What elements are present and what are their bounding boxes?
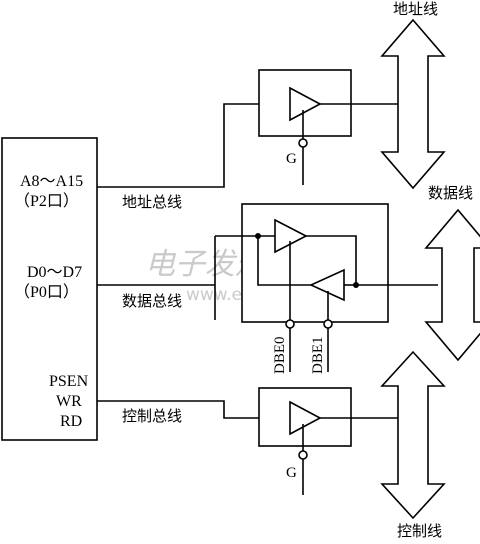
data-lines-label: 数据线 [428, 184, 473, 202]
data-forward-output [306, 235, 357, 285]
cpu-data-pins: D0～D7 [27, 264, 82, 281]
cpu-block [1, 137, 98, 441]
cpu-wr: WR [56, 393, 82, 410]
cpu-addr-port: （P2口） [14, 192, 79, 210]
data-bus-label: 数据总线 [122, 292, 182, 310]
address-enable-label: G [286, 151, 297, 167]
data-reverse-output [257, 236, 311, 286]
address-lines-label: 地址线 [393, 0, 438, 18]
control-bus-label: 控制总线 [122, 407, 182, 425]
control-bus-wire [97, 400, 290, 419]
cpu-addr-pins: A8～A15 [20, 173, 83, 190]
cpu-rd: RD [60, 413, 82, 430]
dbe0-bubble [285, 319, 295, 329]
address-enable-bubble [298, 138, 308, 148]
control-enable-bubble [298, 450, 308, 460]
address-bus-wire [97, 103, 290, 188]
control-buffer-triangle [289, 400, 322, 436]
control-bus-arrow [380, 350, 446, 520]
dbe1-label: DBE1 [310, 337, 326, 375]
address-bus-label: 地址总线 [122, 193, 182, 211]
cpu-psen: PSEN [49, 373, 89, 390]
data-bus-arrow [424, 208, 480, 362]
dbe1-bubble [323, 319, 333, 329]
cpu-data-port: （P0口） [14, 283, 79, 301]
control-lines-label: 控制线 [397, 522, 442, 540]
control-enable-label: G [286, 465, 297, 481]
address-buffer-triangle [289, 86, 322, 122]
dbe0-label: DBE0 [272, 337, 288, 375]
data-transceiver-box [241, 203, 389, 323]
address-bus-arrow [380, 18, 446, 190]
